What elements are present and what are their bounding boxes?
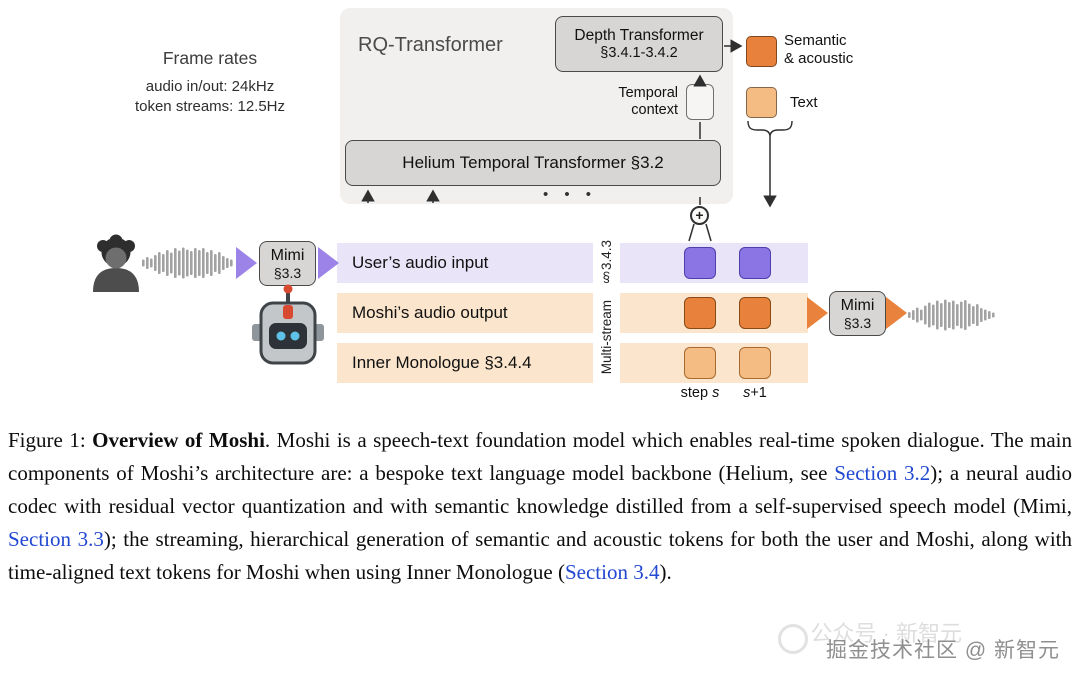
caption-figure-number: Figure 1: xyxy=(8,428,93,452)
text-token-step-s xyxy=(684,347,716,379)
watermark-faint-logo xyxy=(778,624,808,654)
purple-arrow-into-mimi xyxy=(236,247,257,279)
watermark-text: 掘金技术社区 @ 新智元 xyxy=(826,639,1060,662)
frame-rates-audio: audio in/out: 24kHz xyxy=(145,78,275,95)
moshi-audio-waveform xyxy=(908,299,995,331)
rq-transformer-title: RQ-Transformer xyxy=(358,34,503,56)
line-sum-left xyxy=(688,223,695,242)
temporal-context-label: Temporal context xyxy=(590,85,678,119)
link-section-3-3[interactable]: Section 3.3 xyxy=(8,527,104,551)
link-section-3-4[interactable]: Section 3.4 xyxy=(564,560,660,584)
text-token-swatch xyxy=(746,87,777,118)
moshi-token-step-s1 xyxy=(739,297,771,329)
temporal-context-line2: context xyxy=(631,102,678,118)
user-person-icon xyxy=(93,234,139,292)
ellipsis-dots: • • • xyxy=(542,186,598,203)
step-s-label: step s xyxy=(680,385,720,401)
purple-arrow-into-band xyxy=(318,247,339,279)
link-section-3-2[interactable]: Section 3.2 xyxy=(834,461,931,485)
depth-transformer-label: Depth Transformer xyxy=(574,27,704,44)
mimi-encoder-box: Mimi §3.3 xyxy=(259,241,316,286)
frame-rates-block: Frame rates audio in/out: 24kHz token st… xyxy=(95,48,325,117)
helium-temporal-transformer-box: Helium Temporal Transformer §3.2 xyxy=(345,140,721,186)
semantic-label-line1: Semantic xyxy=(784,32,847,49)
semantic-label-line2: & acoustic xyxy=(784,49,854,67)
multistream-vertical-strip: §3.4.3 Multi-stream xyxy=(593,240,620,387)
user-token-step-s1 xyxy=(739,247,771,279)
helium-label: Helium Temporal Transformer §3.2 xyxy=(402,153,664,172)
moshi-token-step-s xyxy=(684,297,716,329)
temporal-context-line1: Temporal xyxy=(618,85,678,101)
inner-monologue-band: Inner Monologue §3.4.4 xyxy=(337,343,808,383)
figure-caption: Figure 1: Overview of Moshi. Moshi is a … xyxy=(8,424,1072,589)
moshi-audio-output-label: Moshi’s audio output xyxy=(352,303,508,322)
text-token-label: Text xyxy=(790,94,818,111)
depth-transformer-section: §3.4.1-3.4.2 xyxy=(600,45,678,61)
mimi-decoder-box: Mimi §3.3 xyxy=(829,291,886,336)
mimi-encoder-section: §3.3 xyxy=(273,264,302,281)
moshi-audio-output-band: Moshi’s audio output xyxy=(337,293,808,333)
user-audio-input-band: User’s audio input xyxy=(337,243,808,283)
frame-rates-title: Frame rates xyxy=(162,48,258,68)
caption-body-4: ). xyxy=(659,560,672,584)
robot-forehead-stripe xyxy=(283,305,293,319)
mimi-decoder-section: §3.3 xyxy=(843,314,872,331)
multistream-label: Multi-stream xyxy=(599,299,614,375)
caption-body-1: . Moshi is a speech-text foundation mode… xyxy=(8,428,1072,485)
semantic-acoustic-label: Semantic & acoustic xyxy=(784,32,853,67)
user-token-step-s xyxy=(684,247,716,279)
semantic-acoustic-token-swatch xyxy=(746,36,777,67)
multistream-section-label: §3.4.3 xyxy=(599,240,614,286)
moshi-robot-icon xyxy=(252,284,324,365)
caption-title: Overview of Moshi xyxy=(92,428,265,452)
depth-transformer-box: Depth Transformer §3.4.1-3.4.2 xyxy=(555,16,723,72)
sum-operator-icon: + xyxy=(690,206,709,225)
caption-body-3: ); the streaming, hierarchical generatio… xyxy=(8,527,1072,584)
user-audio-input-label: User’s audio input xyxy=(352,253,489,272)
orange-arrow-out-mimi xyxy=(886,297,907,329)
robot-eye-left xyxy=(276,331,286,341)
brace-token-outputs xyxy=(747,120,793,138)
watermark-faint-text: 公众号 · 新智元 xyxy=(810,621,962,646)
mimi-decoder-label: Mimi xyxy=(840,296,875,314)
orange-arrow-into-mimi xyxy=(807,297,828,329)
mimi-encoder-label: Mimi xyxy=(270,246,305,264)
temporal-context-box xyxy=(686,84,714,120)
text-token-step-s1 xyxy=(739,347,771,379)
inner-monologue-label: Inner Monologue §3.4.4 xyxy=(352,353,532,372)
step-s1-label: s+1 xyxy=(743,385,767,401)
robot-eye-right xyxy=(290,331,300,341)
rq-transformer-container: RQ-Transformer Depth Transformer §3.4.1-… xyxy=(340,8,733,204)
frame-rates-tokens: token streams: 12.5Hz xyxy=(134,98,286,115)
caption-body-2: ); a neural audio codec with residual ve… xyxy=(8,461,1072,518)
robot-visor xyxy=(269,323,307,349)
line-sum-right xyxy=(705,223,712,242)
user-audio-waveform xyxy=(142,247,233,279)
